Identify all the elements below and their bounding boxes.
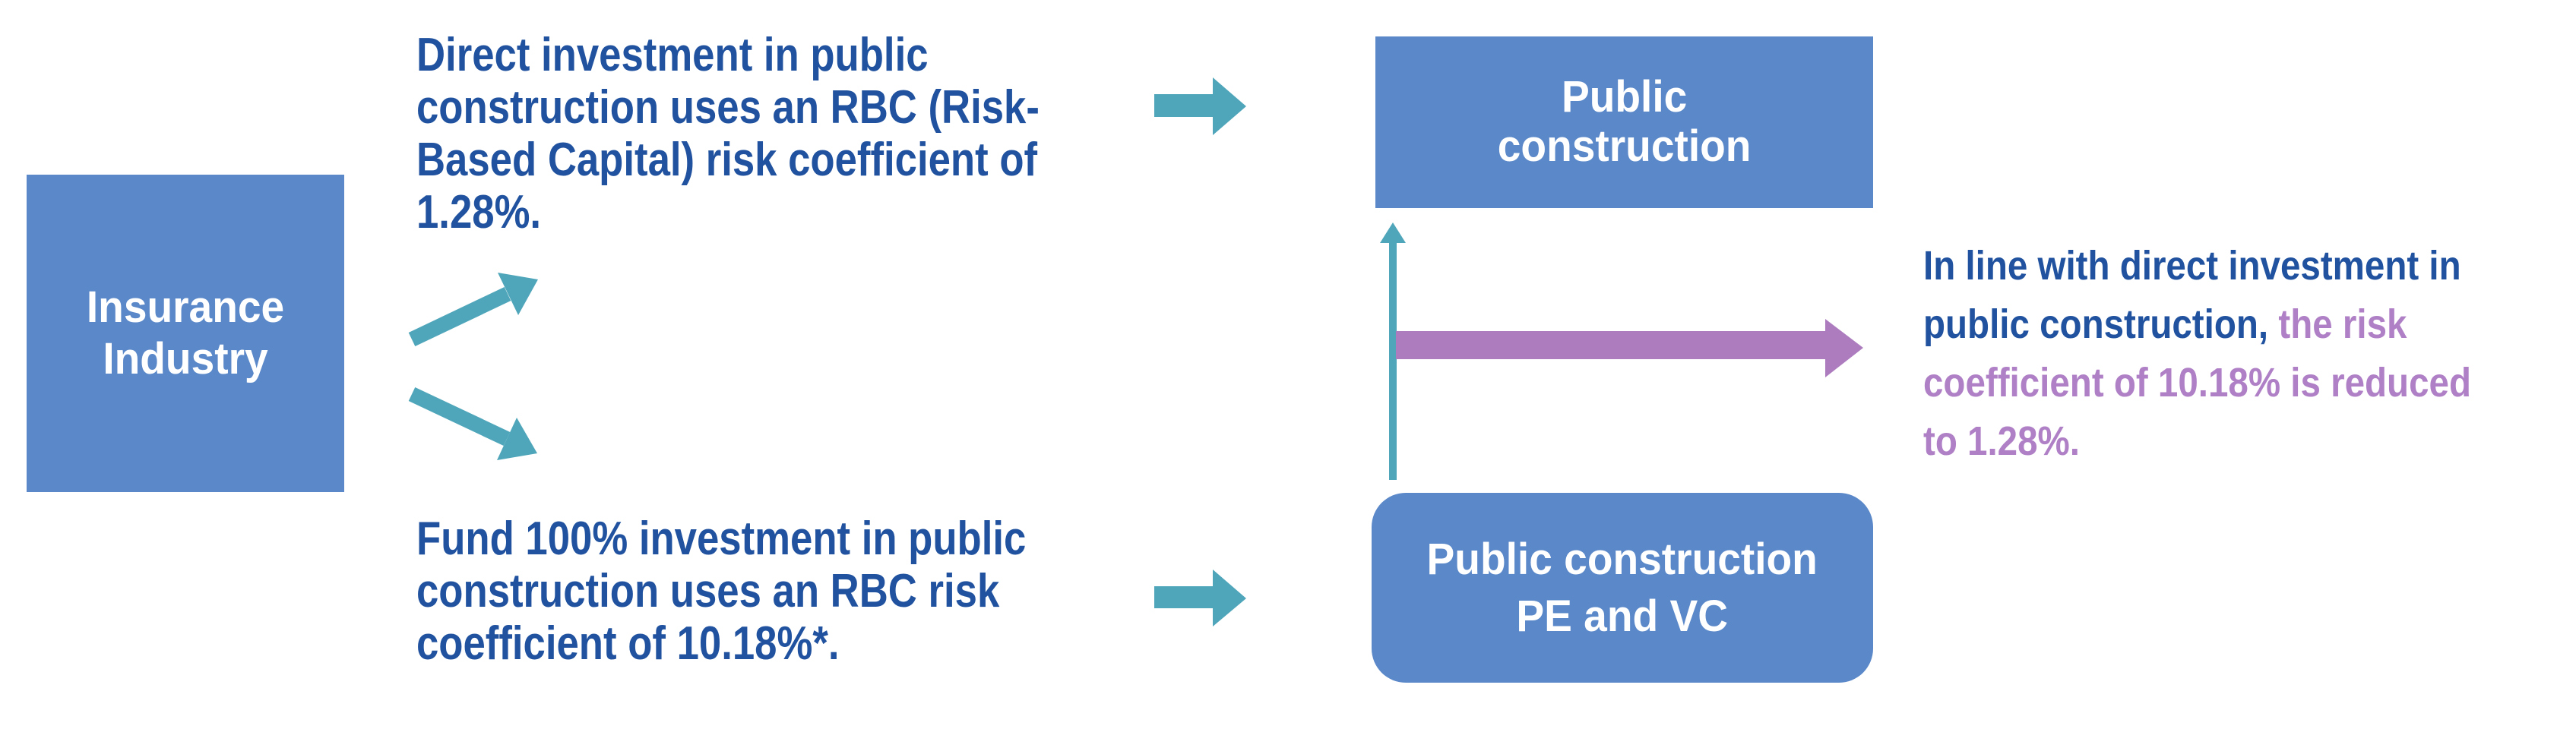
vertical-arrow-icon bbox=[1380, 222, 1406, 480]
block-arrow-top-icon bbox=[1154, 77, 1246, 135]
insurance-industry-label: Insurance Industry bbox=[86, 282, 285, 383]
insurance-industry-box: Insurance Industry bbox=[27, 175, 344, 492]
public-construction-pe-vc-box: Public construction PE and VC bbox=[1372, 493, 1873, 683]
block-arrow-bottom-icon bbox=[1154, 570, 1246, 626]
purple-arrow-icon bbox=[1396, 319, 1863, 377]
risk-reduction-note-line1: In line with direct investment in bbox=[1923, 243, 2461, 289]
fund-investment-note: Fund 100% investment in public construct… bbox=[416, 513, 1027, 670]
risk-reduction-note-line3: coefficient of 10.18% is reduced bbox=[1923, 360, 2471, 406]
diagonal-arrow-down-icon bbox=[408, 387, 537, 460]
direct-investment-note: Direct investment in public construction… bbox=[416, 29, 1040, 238]
risk-reduction-note-line2-purple: the risk bbox=[2278, 301, 2407, 347]
public-construction-label: Public construction bbox=[1497, 72, 1752, 171]
risk-reduction-note: In line with direct investment in public… bbox=[1923, 237, 2576, 471]
risk-reduction-note-line2-blue: public construction, bbox=[1923, 301, 2269, 347]
public-construction-box: Public construction bbox=[1375, 36, 1873, 208]
public-construction-pe-vc-label: Public construction PE and VC bbox=[1426, 534, 1818, 641]
risk-reduction-note-line4: to 1.28%. bbox=[1923, 418, 2081, 464]
diagonal-arrow-up-icon bbox=[408, 273, 538, 347]
risk-reduction-note-line2: public construction,the risk bbox=[1923, 295, 2576, 354]
